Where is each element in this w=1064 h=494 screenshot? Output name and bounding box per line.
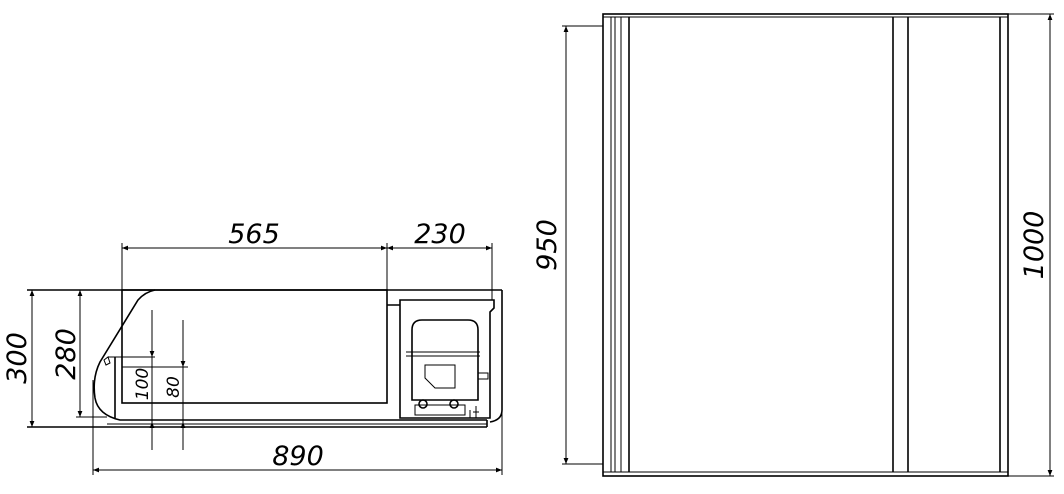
dimension-950-label: 950 — [532, 219, 563, 271]
side-view-dimensions: 565 230 300 280 100 80 890 — [2, 219, 503, 475]
dimension-280-label: 280 — [51, 328, 82, 380]
drain-valve-icon — [103, 356, 111, 366]
inner-tub — [121, 289, 388, 404]
dimension-565-label: 565 — [228, 219, 280, 250]
side-view-body — [27, 289, 503, 428]
dimension-80-label: 80 — [164, 376, 184, 398]
dimension-300-label: 300 — [2, 332, 33, 384]
dimension-230-label: 230 — [414, 219, 466, 250]
dimension-890-label: 890 — [272, 441, 324, 472]
top-view-body — [602, 13, 1009, 477]
compressor-compartment — [387, 299, 495, 419]
dimension-1000-label: 1000 — [1019, 211, 1050, 280]
top-view-dimensions: 950 1000 — [532, 13, 1054, 477]
dimension-100-label: 100 — [133, 368, 153, 400]
top-view: 950 1000 — [532, 13, 1054, 477]
side-view: 565 230 300 280 100 80 890 — [2, 219, 503, 475]
compressor-icon — [411, 319, 479, 401]
